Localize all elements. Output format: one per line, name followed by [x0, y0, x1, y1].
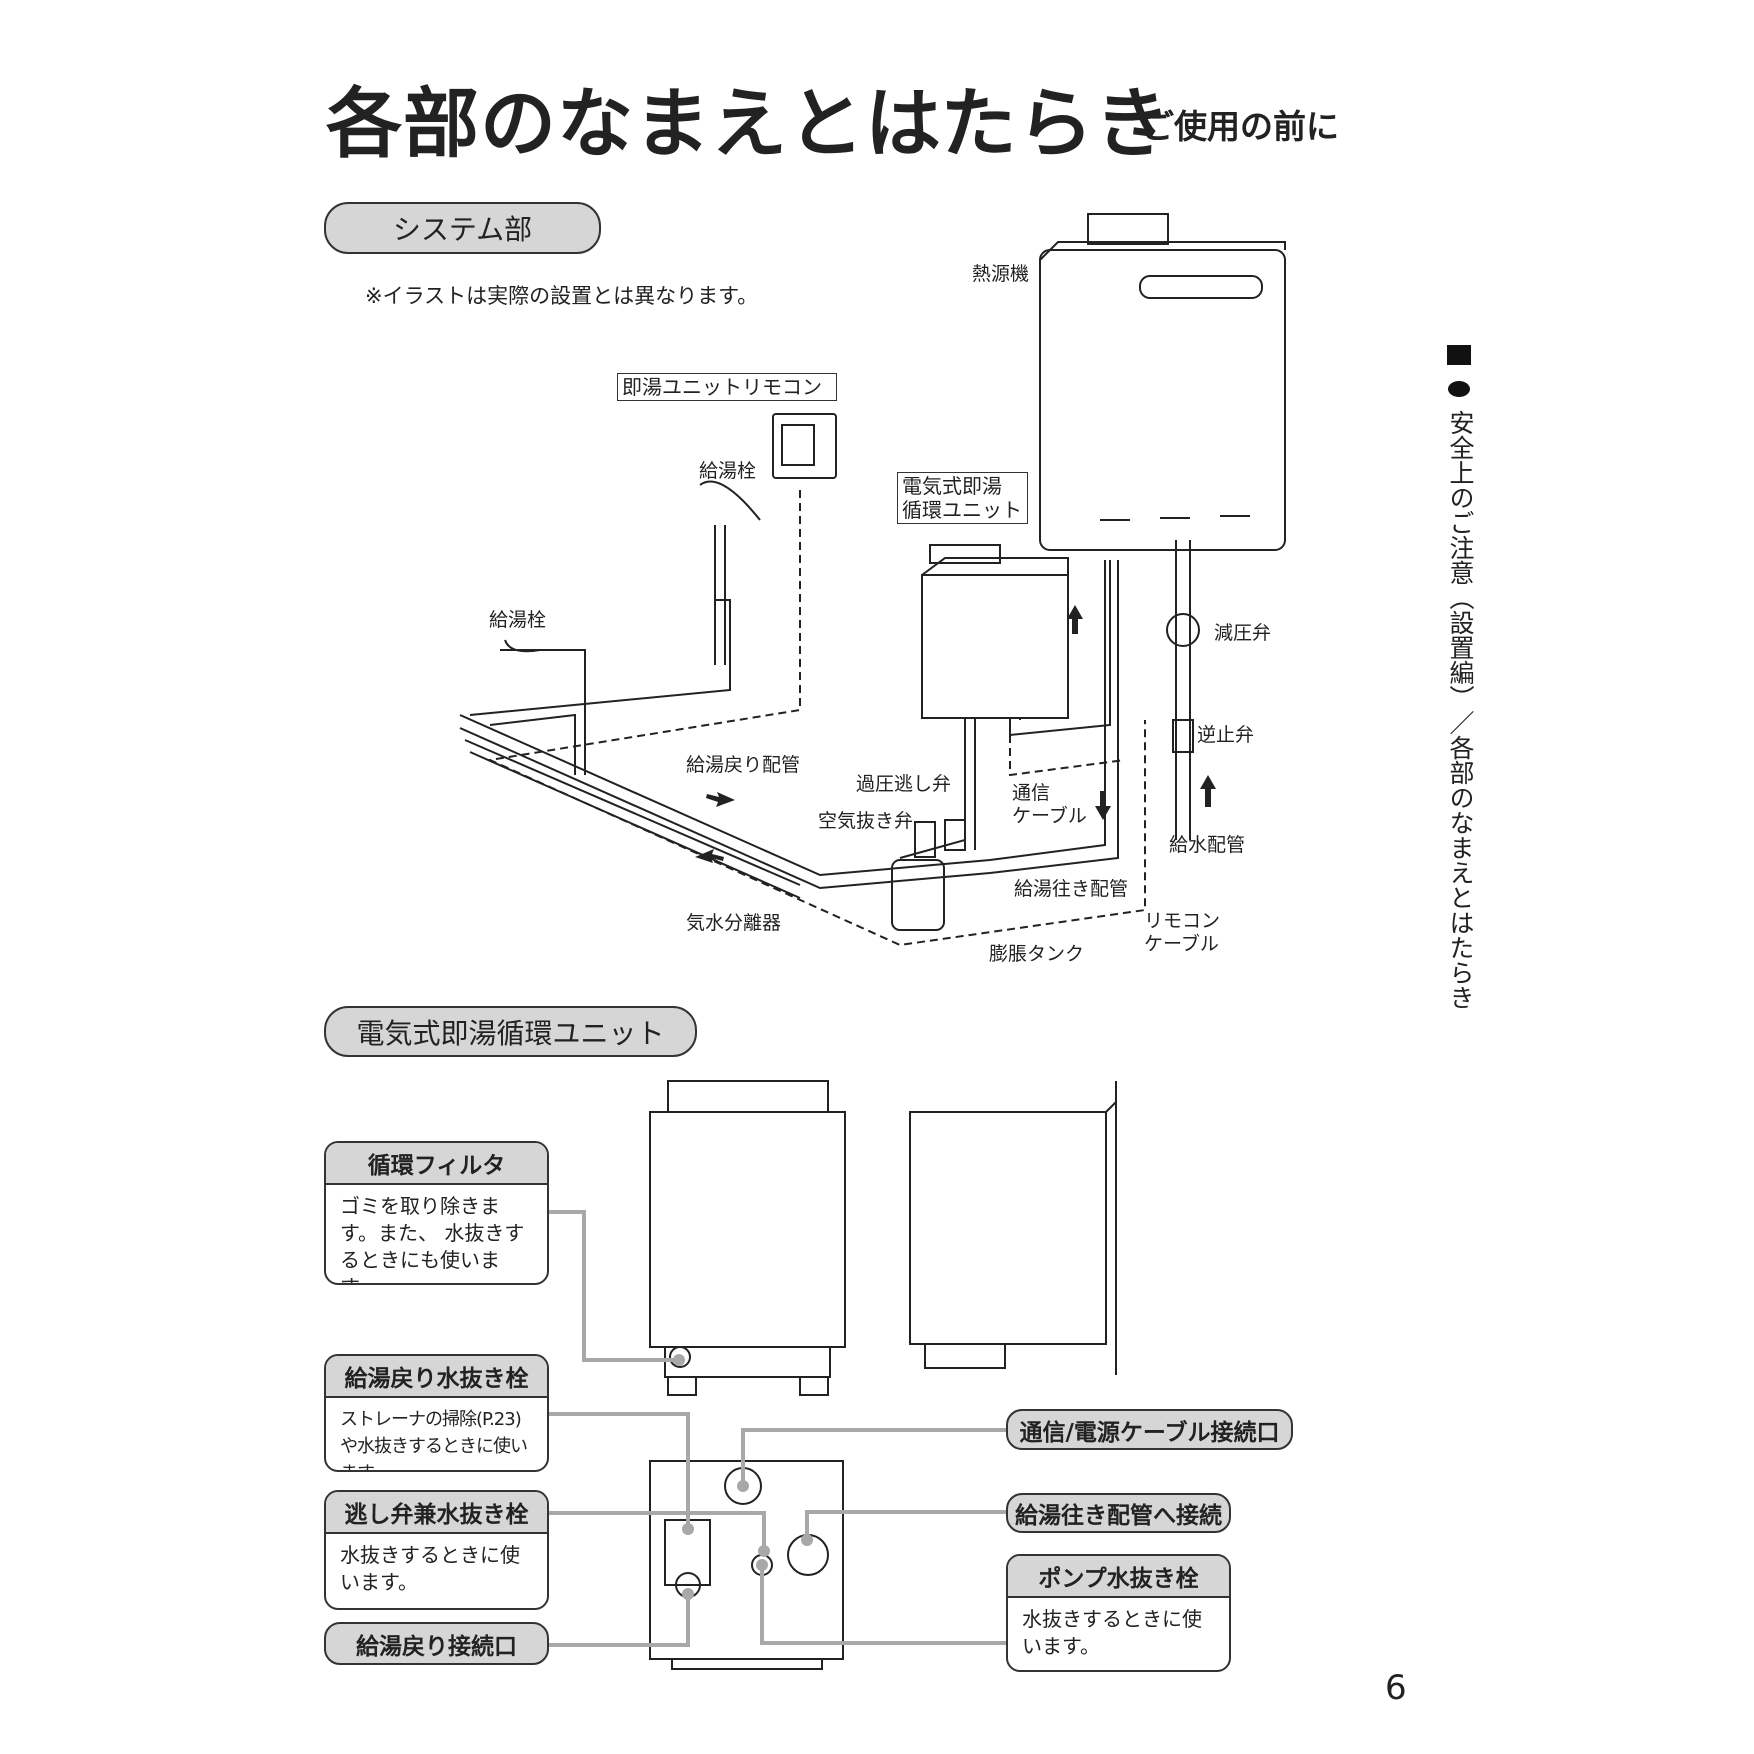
callout-return-connection: 給湯戻り接続口 [324, 1622, 549, 1665]
callout-cable-connection: 通信/電源ケーブル接続口 [1006, 1409, 1293, 1450]
callout-return-drain-plug: 給湯戻り水抜き栓 ストレーナの掃除(P.23)や水抜きするときに使います。 [324, 1354, 549, 1472]
label-expansion-tank: 膨脹タンク [989, 943, 1085, 965]
label-separator: 気水分離器 [686, 912, 782, 934]
label-air-vent: 空気抜き弁 [818, 810, 914, 832]
remote-drawing [772, 413, 837, 479]
callout-body: ゴミを取り除きます。また、 水抜きするときにも使います。 [340, 1194, 525, 1283]
leader-lines [549, 1210, 1006, 1647]
callout-title: 給湯戻り水抜き栓 [326, 1356, 547, 1398]
callout-body: ストレーナの掃除(P.23)や水抜きするときに使います。 [340, 1409, 528, 1470]
callout-body: 水抜きするときに使います。 [340, 1543, 520, 1594]
label-faucet-top: 給湯栓 [699, 460, 757, 482]
illustration-note: ※イラストは実際の設置とは異なります。 [365, 284, 759, 308]
leader-dots [673, 1354, 813, 1600]
side-tab-bullet-icon [1448, 381, 1470, 397]
label-electric-unit-line2: 循環ユニット [902, 498, 1022, 522]
callout-circulation-filter: 循環フィルタ ゴミを取り除きます。また、 水抜きするときにも使います。 [324, 1141, 549, 1285]
label-remote-cable: リモコン ケーブル [1144, 910, 1220, 956]
unit-side-view [909, 1081, 1117, 1375]
label-comm-cable-line1: 通信 [1012, 782, 1051, 804]
unit-section-header: 電気式即湯循環ユニット [324, 1006, 697, 1057]
label-check-valve: 逆止弁 [1197, 724, 1255, 746]
label-return-pipe: 給湯戻り配管 [686, 754, 801, 776]
system-section-header: システム部 [324, 202, 601, 254]
callout-relief-drain-plug: 逃し弁兼水抜き栓 水抜きするときに使います。 [324, 1490, 549, 1610]
callout-body: 水抜きするときに使います。 [1022, 1607, 1202, 1658]
label-comm-cable-line2: ケーブル [1012, 805, 1087, 827]
label-supply-pipe: 給湯往き配管 [1014, 878, 1129, 900]
callout-title: 逃し弁兼水抜き栓 [326, 1492, 547, 1534]
label-remote-cable-line2: ケーブル [1144, 933, 1219, 955]
side-tab-text: 安全上のご注意（設置編）／各部のなまえとはたらき [1446, 410, 1475, 1010]
label-remote-cable-line1: リモコン [1144, 910, 1221, 932]
label-relief-valve: 過圧逃し弁 [856, 773, 952, 795]
label-water-supply-pipe: 給水配管 [1169, 834, 1246, 856]
page-title: 各部のなまえとはたらき [326, 79, 1172, 168]
label-remote: 即湯ユニットリモコン [617, 373, 837, 401]
label-pressure-reducing-valve: 減圧弁 [1214, 622, 1272, 644]
label-electric-unit-line1: 電気式即湯 [902, 474, 1002, 498]
unit-views [649, 1080, 1117, 1670]
system-diagram [459, 213, 1286, 947]
label-heat-source: 熱源機 [972, 263, 1030, 285]
callout-title: 循環フィルタ [326, 1143, 547, 1185]
unit-front-view [649, 1080, 846, 1396]
callout-pump-drain-plug: ポンプ水抜き栓 水抜きするときに使います。 [1006, 1554, 1231, 1672]
heat-source-unit-drawing [1039, 213, 1286, 551]
callout-supply-connection: 給湯往き配管へ接続 [1006, 1493, 1231, 1533]
label-electric-unit: 電気式即湯 循環ユニット [897, 472, 1028, 524]
callout-title: ポンプ水抜き栓 [1008, 1556, 1229, 1598]
page-number: 6 [1385, 1668, 1407, 1708]
page-subtitle: ご使用の前に [1141, 107, 1339, 146]
unit-bottom-view [649, 1460, 844, 1670]
label-faucet-left: 給湯栓 [489, 609, 547, 631]
label-comm-cable: 通信 ケーブル [1012, 782, 1087, 828]
side-tab-square-icon [1447, 345, 1471, 365]
electric-unit-drawing [921, 544, 1069, 719]
